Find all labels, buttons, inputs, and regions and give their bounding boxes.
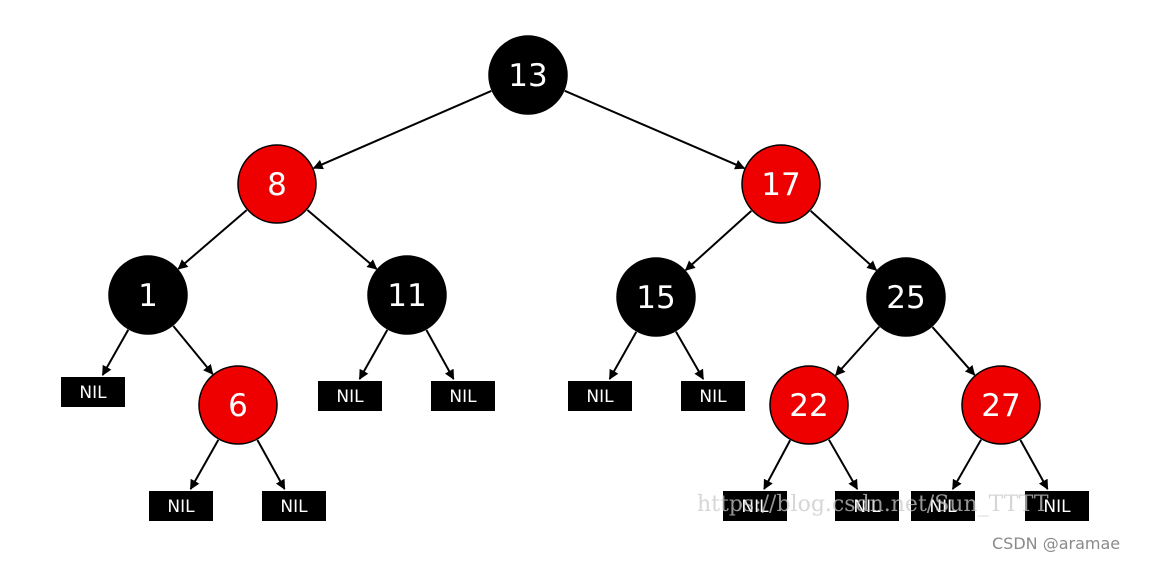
node-value-label: 6: [228, 388, 248, 424]
node-value-label: 25: [886, 280, 925, 316]
node-value-label: 1: [138, 278, 158, 314]
edge-n22-nil9: [828, 439, 859, 490]
edge-n1-nil1: [101, 329, 130, 376]
tree-node-27: 27: [961, 365, 1041, 445]
nil-box: [568, 381, 632, 411]
node-value-label: 13: [508, 58, 547, 94]
nil-label: NIL: [336, 387, 364, 407]
nil-box: [911, 491, 975, 521]
nil-box: [1025, 491, 1089, 521]
edge-n15-nil6: [608, 331, 638, 380]
nil-leaf: NIL: [911, 491, 975, 521]
nil-leaf: NIL: [568, 381, 632, 411]
edge-n22-nil8: [763, 439, 792, 490]
nil-leaf: NIL: [681, 381, 745, 411]
nil-leaf: NIL: [262, 491, 326, 521]
watermark-credit: CSDN @aramae: [992, 534, 1120, 553]
nil-leaf: NIL: [149, 491, 213, 521]
black-node-circle: [367, 255, 447, 335]
edge-n25-n22: [834, 326, 881, 376]
black-node-circle: [108, 255, 188, 335]
nil-label: NIL: [699, 387, 727, 407]
edge-n13-n8: [312, 90, 492, 170]
tree-node-8: 8: [237, 144, 317, 224]
edge-n15-nil7: [675, 331, 705, 380]
node-value-label: 15: [636, 280, 675, 316]
watermark-url: https://blog.csdn.net/Sun_TTTT: [697, 492, 1049, 517]
black-node-circle: [866, 257, 946, 337]
red-node-circle: [237, 144, 317, 224]
node-value-label: 17: [761, 167, 800, 203]
nil-box: [149, 491, 213, 521]
nil-label: NIL: [449, 387, 477, 407]
edge-n17-n25: [810, 210, 878, 271]
node-value-label: 22: [789, 388, 828, 424]
nil-box: [262, 491, 326, 521]
edge-n8-n1: [177, 209, 248, 270]
edge-n6-nil2: [189, 439, 220, 490]
node-value-label: 8: [267, 167, 287, 203]
nil-leaf: NIL: [318, 381, 382, 411]
edge-n25-n27: [931, 326, 976, 376]
nil-label: NIL: [586, 387, 614, 407]
tree-node-17: 17: [741, 144, 821, 224]
tree-node-25: 25: [866, 257, 946, 337]
nil-box: [61, 377, 125, 407]
black-node-circle: [616, 257, 696, 337]
edge-n8-n11: [306, 209, 378, 270]
edge-n11-nil5: [425, 329, 455, 380]
edge-n6-nil3: [256, 439, 286, 490]
nil-box: [681, 381, 745, 411]
node-value-label: 11: [387, 278, 426, 314]
edge-n27-nil10: [951, 439, 982, 490]
nil-label: NIL: [853, 497, 881, 517]
red-node-circle: [198, 365, 278, 445]
tree-node-6: 6: [198, 365, 278, 445]
nil-leaf: NIL: [723, 491, 787, 521]
tree-node-15: 15: [616, 257, 696, 337]
nil-leaf: NIL: [431, 381, 495, 411]
nil-label: NIL: [167, 497, 195, 517]
red-node-circle: [769, 365, 849, 445]
edges-layer: [101, 89, 1049, 490]
nil-box: [723, 491, 787, 521]
edge-n27-nil11: [1019, 439, 1049, 490]
edge-n17-n15: [684, 210, 752, 271]
nil-label: NIL: [280, 497, 308, 517]
nil-label: NIL: [1043, 497, 1071, 517]
tree-node-13: 13: [488, 35, 568, 115]
nil-leaf: NIL: [61, 377, 125, 407]
nil-label: NIL: [929, 497, 957, 517]
edge-n13-n17: [564, 89, 746, 170]
nil-label: NIL: [79, 383, 107, 403]
red-node-circle: [961, 365, 1041, 445]
red-node-circle: [741, 144, 821, 224]
nil-box: [318, 381, 382, 411]
nil-leaf: NIL: [835, 491, 899, 521]
edge-n11-nil4: [358, 329, 389, 380]
tree-node-1: 1: [108, 255, 188, 335]
tree-node-22: 22: [769, 365, 849, 445]
nil-label: NIL: [741, 497, 769, 517]
nil-box: [431, 381, 495, 411]
black-node-circle: [488, 35, 568, 115]
nil-box: [835, 491, 899, 521]
tree-node-11: 11: [367, 255, 447, 335]
nil-leaf: NIL: [1025, 491, 1089, 521]
edge-n1-n6: [172, 325, 214, 375]
node-value-label: 27: [981, 388, 1020, 424]
